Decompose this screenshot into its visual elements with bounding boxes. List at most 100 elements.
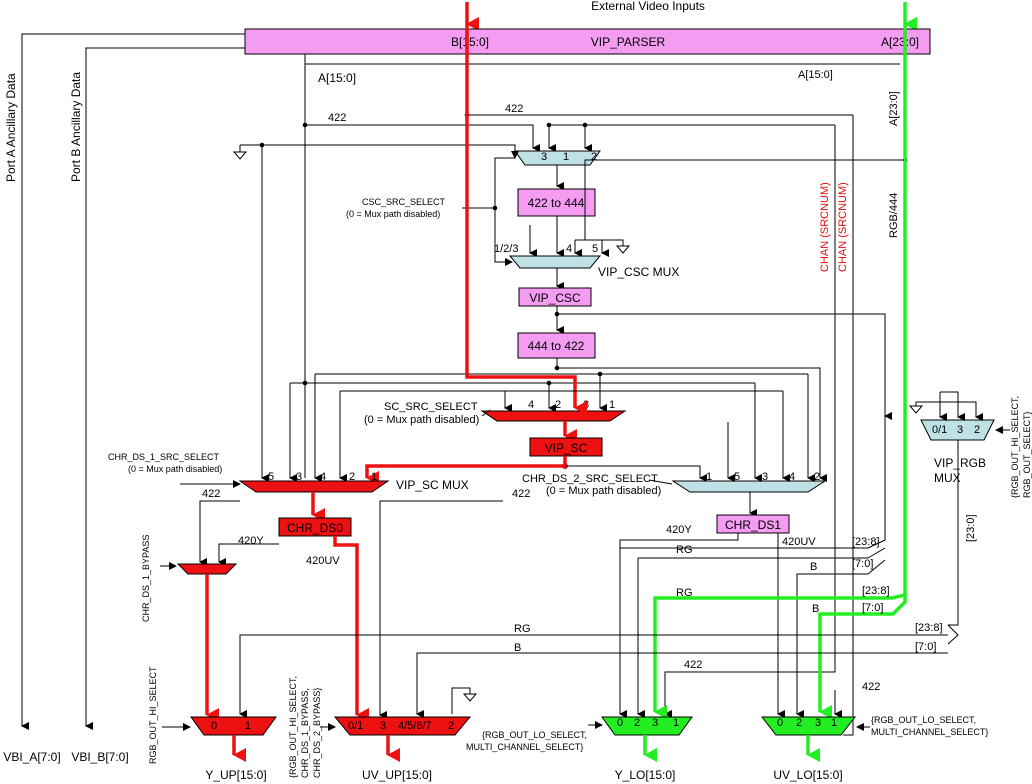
- red-b-path-to-sc: [465, 24, 587, 415]
- block-422-to-444: [517, 188, 596, 217]
- green-a-path-to-uvlo: [818, 595, 907, 719]
- wire-444to422-out: [556, 358, 827, 482]
- y-lo-select-2: MULTI_CHANNEL_SELECT}: [466, 742, 583, 752]
- uv-lo-in-0: 0: [777, 717, 783, 729]
- sig-420y-b: 420Y: [666, 524, 692, 536]
- chan-srcnum-2: CHAN (SRCNUM): [837, 182, 849, 272]
- b-b: B: [812, 603, 819, 615]
- wire-rgb-3: [940, 391, 965, 421]
- tick-rgb-mux-out: [947, 624, 959, 645]
- uv-up-select-3: CHR_DS_2_BYPASS}: [312, 688, 322, 778]
- csc-mux-in-4: 4: [566, 243, 572, 255]
- sig-420uv-a: 420UV: [306, 555, 340, 567]
- wire-ground-to-mux: [240, 144, 519, 159]
- sig-422-d: 422: [512, 488, 530, 500]
- top-mux-in-3: 3: [541, 151, 547, 163]
- sc-src-select-2: (0 = Mux path disabled): [364, 414, 479, 426]
- block-vip-sc-label: VIP_SC: [545, 441, 588, 455]
- a23-vertical-label: A[23:0]: [888, 91, 900, 126]
- rg-b: RG: [676, 587, 693, 599]
- chr-ds-1-bypass-mux: [176, 563, 238, 575]
- ground-uv-up: [451, 687, 471, 714]
- sc-src-mux: [480, 410, 627, 422]
- uv-up-in-2: 2: [448, 720, 454, 732]
- top-mux-in-2: 2: [591, 151, 597, 163]
- sig-422-c: 422: [202, 488, 220, 500]
- ds2-mux-in-4: 4: [789, 471, 795, 483]
- sig-420y-a: 420Y: [238, 535, 264, 547]
- wire-chan-to-ylo-1: [664, 125, 836, 718]
- parser-port-b-label: B[15:0]: [451, 35, 489, 49]
- wire-422-to-uv-up-3: [379, 500, 503, 719]
- red-420uv-to-uv-up: [333, 536, 369, 722]
- sig-422-f: 422: [862, 681, 880, 693]
- wire-rgb-23-8-a: [867, 416, 886, 549]
- rgb-out-hi-select: RGB_OUT_HI_SELECT: [148, 666, 158, 764]
- chr-ds-1-src-select-1: CHR_DS_1_SRC_SELECT: [108, 452, 220, 462]
- a15-left-label: A[15:0]: [318, 71, 356, 85]
- block-422-to-444-label: 422 to 444: [528, 196, 585, 210]
- bits-23-8-a: [23:8]: [852, 536, 880, 548]
- vip-parser-label: VIP_PARSER: [591, 35, 666, 49]
- uv-up-mux: [333, 716, 472, 736]
- uv-lo-output: UV_LO[15:0]: [773, 768, 842, 782]
- block-chr-ds0: [278, 517, 352, 537]
- wire-sc-to-ds2-mux: [565, 465, 707, 482]
- chr-ds-1-bypass-label: CHR_DS_1_BYPASS: [141, 535, 151, 622]
- uv-lo-mux: [760, 716, 857, 736]
- wire-422-to-uvlo-1: [843, 115, 854, 736]
- bits-7-0-c: [7:0]: [915, 641, 936, 653]
- sig-422-a: 422: [328, 112, 346, 124]
- wire-rgb-out: [948, 440, 959, 626]
- rgb-mux-in-3: 3: [957, 424, 963, 436]
- port-a-ancillary-wire: [21, 33, 245, 730]
- vip-parser-block: [244, 28, 931, 55]
- sc-mux-in-2: 2: [555, 399, 561, 411]
- uv-lo-select-1: {RGB_OUT_LO_SELECT,: [871, 715, 976, 725]
- block-chr-ds1-label: CHR_DS1: [725, 518, 781, 532]
- wire-b-to-uv-up: [416, 652, 948, 718]
- bits-23-8-b: [23:8]: [862, 585, 890, 597]
- block-vip-csc: [518, 287, 592, 307]
- csc-src-mux: [514, 150, 601, 166]
- y-lo-in-3: 3: [652, 717, 658, 729]
- b-a: B: [810, 561, 817, 573]
- chr-ds-2-src-select-2: (0 = Mux path disabled): [546, 485, 661, 497]
- rg-a: RG: [676, 544, 693, 556]
- uv-up-output: UV_UP[15:0]: [362, 768, 432, 782]
- vbi-b-output: VBI_B[7:0]: [71, 750, 128, 764]
- external-inputs-title: External Video Inputs: [591, 0, 705, 13]
- uv-up-select-1: {RGB_OUT_HI_SELECT,: [288, 676, 298, 778]
- uv-lo-in-2: 2: [796, 717, 802, 729]
- vip-sc-mux-label: VIP_SC MUX: [396, 478, 469, 492]
- bits-7-0-a: [7:0]: [852, 558, 873, 570]
- csc-src-select-2: (0 = Mux path disabled): [346, 209, 440, 219]
- uv-up-in-01: 0/1: [348, 720, 363, 732]
- chr-ds-2-src-select-1: CHR_DS_2_SRC_SELECT: [522, 473, 658, 485]
- vbi-a-output: VBI_A[7:0]: [3, 750, 60, 764]
- vip-sc-mux-in-3: 3: [296, 471, 302, 483]
- chr-ds-1-src-select-2: (0 = Mux path disabled): [128, 464, 222, 474]
- block-chr-ds0-label: CHR_DS0: [287, 521, 343, 535]
- y-lo-in-0: 0: [617, 717, 623, 729]
- rg-c: RG: [514, 623, 531, 635]
- sc-mux-in-4: 4: [528, 399, 534, 411]
- port-b-ancillary-wire: [85, 47, 245, 730]
- y-up-mux: [190, 716, 277, 736]
- uv-up-in-4567: 4/5/6/7: [398, 720, 432, 732]
- wire-422-bypass: [199, 500, 240, 566]
- wire-420y-to-ylo: [619, 533, 739, 718]
- wire-csc-to-rgb-mux: [557, 313, 892, 420]
- y-lo-in-2: 2: [634, 717, 640, 729]
- green-a-path-to-ylo: [653, 24, 907, 719]
- rgb-mux-in-01: 0/1: [932, 424, 947, 436]
- a15-bus: [304, 54, 900, 65]
- rgb-mux-label-1: VIP_RGB: [934, 456, 986, 470]
- sig-422-e: 422: [684, 659, 702, 671]
- ds2-mux-in-1: 1: [706, 471, 712, 483]
- rgb-mux-select-1: {RGB_OUT_HI_SELECT,: [1010, 396, 1020, 498]
- csc-src-select-1: CSC_SRC_SELECT: [362, 197, 446, 207]
- wire-rg-to-y-up: [239, 634, 948, 718]
- csc-mux-in-123: 1/2/3: [494, 243, 518, 255]
